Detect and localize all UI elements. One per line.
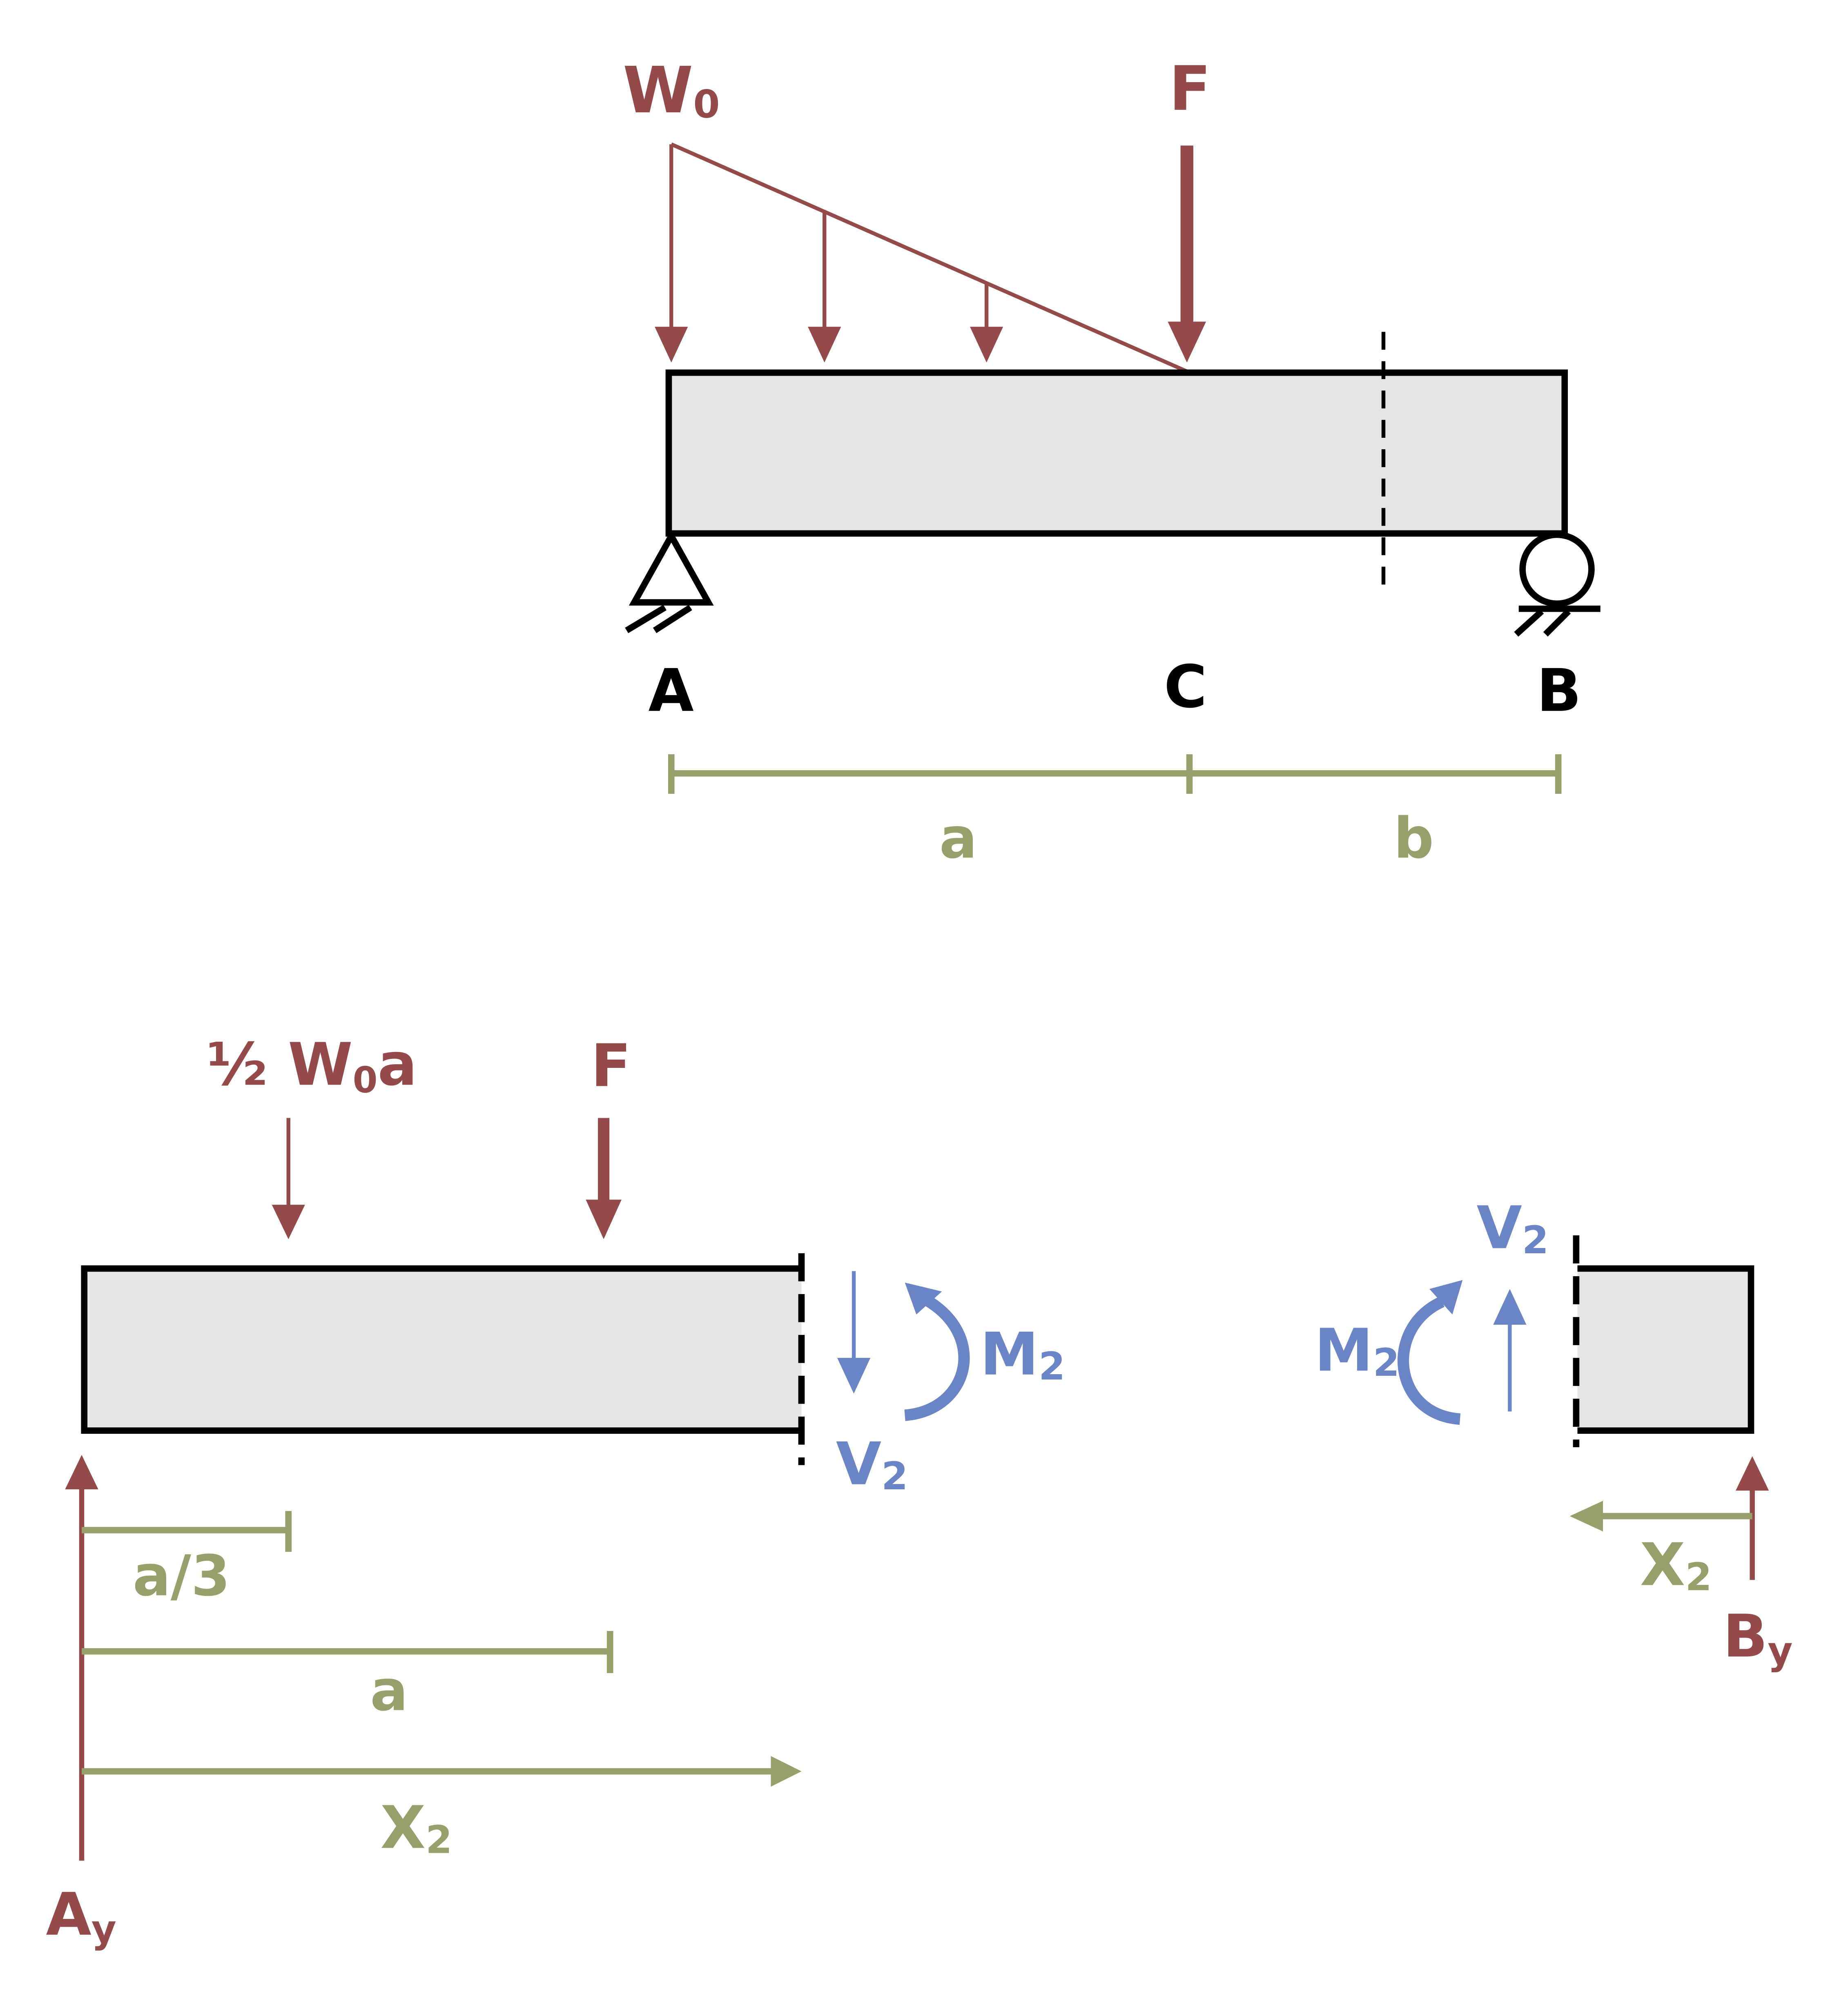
position-arrow — [82, 1756, 802, 1787]
distributed-load — [655, 142, 1188, 373]
resultant-load-label: ½ W0a — [207, 1030, 417, 1101]
point-a-label: A — [649, 657, 694, 725]
moment-label: M2 — [980, 1320, 1065, 1389]
position-label: X2 — [380, 1794, 452, 1863]
point-force-label: F — [591, 1032, 631, 1100]
load-arrowhead — [808, 327, 841, 363]
dimension-third-label: a/3 — [133, 1543, 230, 1609]
left-free-body-diagram: ½ W0a F V2 M2 Ay — [46, 1030, 1066, 1952]
position-label: X2 — [1640, 1531, 1712, 1600]
point-force-arrow — [586, 1118, 622, 1239]
dimension-a-label: a — [370, 1658, 408, 1724]
beam-segment — [1577, 1268, 1751, 1431]
shear-label: V2 — [836, 1430, 908, 1499]
pin-support — [625, 529, 714, 633]
dimension-line — [668, 754, 1562, 794]
load-intensity-label: W0 — [623, 53, 720, 127]
dimension-line — [82, 1511, 292, 1552]
dimension-b-label: b — [1394, 806, 1434, 871]
shear-arrow — [1493, 1289, 1527, 1412]
reaction-label: Ay — [46, 1881, 116, 1952]
moment-arrow — [904, 1282, 970, 1421]
moment-arrow — [1398, 1280, 1463, 1425]
position-arrow — [1569, 1501, 1752, 1532]
shear-arrow — [837, 1271, 871, 1394]
moment-label: M2 — [1315, 1316, 1400, 1385]
resultant-load-arrow — [272, 1118, 305, 1239]
point-force-arrow — [1168, 145, 1206, 363]
dimension-line — [82, 1631, 613, 1673]
right-free-body-diagram: V2 M2 By X2 — [1315, 1194, 1793, 1674]
point-b-label: B — [1537, 657, 1582, 725]
beam-segment — [84, 1268, 802, 1431]
point-force-label: F — [1169, 53, 1211, 125]
reaction-arrow — [1736, 1456, 1769, 1580]
reaction-arrow — [65, 1455, 98, 1861]
load-arrowhead — [655, 327, 688, 363]
load-arrowhead — [970, 327, 1003, 363]
dimension-a-label: a — [939, 806, 977, 871]
point-c-label: C — [1164, 653, 1207, 721]
beam — [665, 369, 1568, 537]
reaction-label: By — [1723, 1602, 1793, 1674]
roller-support — [1514, 531, 1601, 637]
shear-label: V2 — [1477, 1194, 1549, 1263]
top-beam-view: W0 F A C B — [623, 53, 1601, 871]
